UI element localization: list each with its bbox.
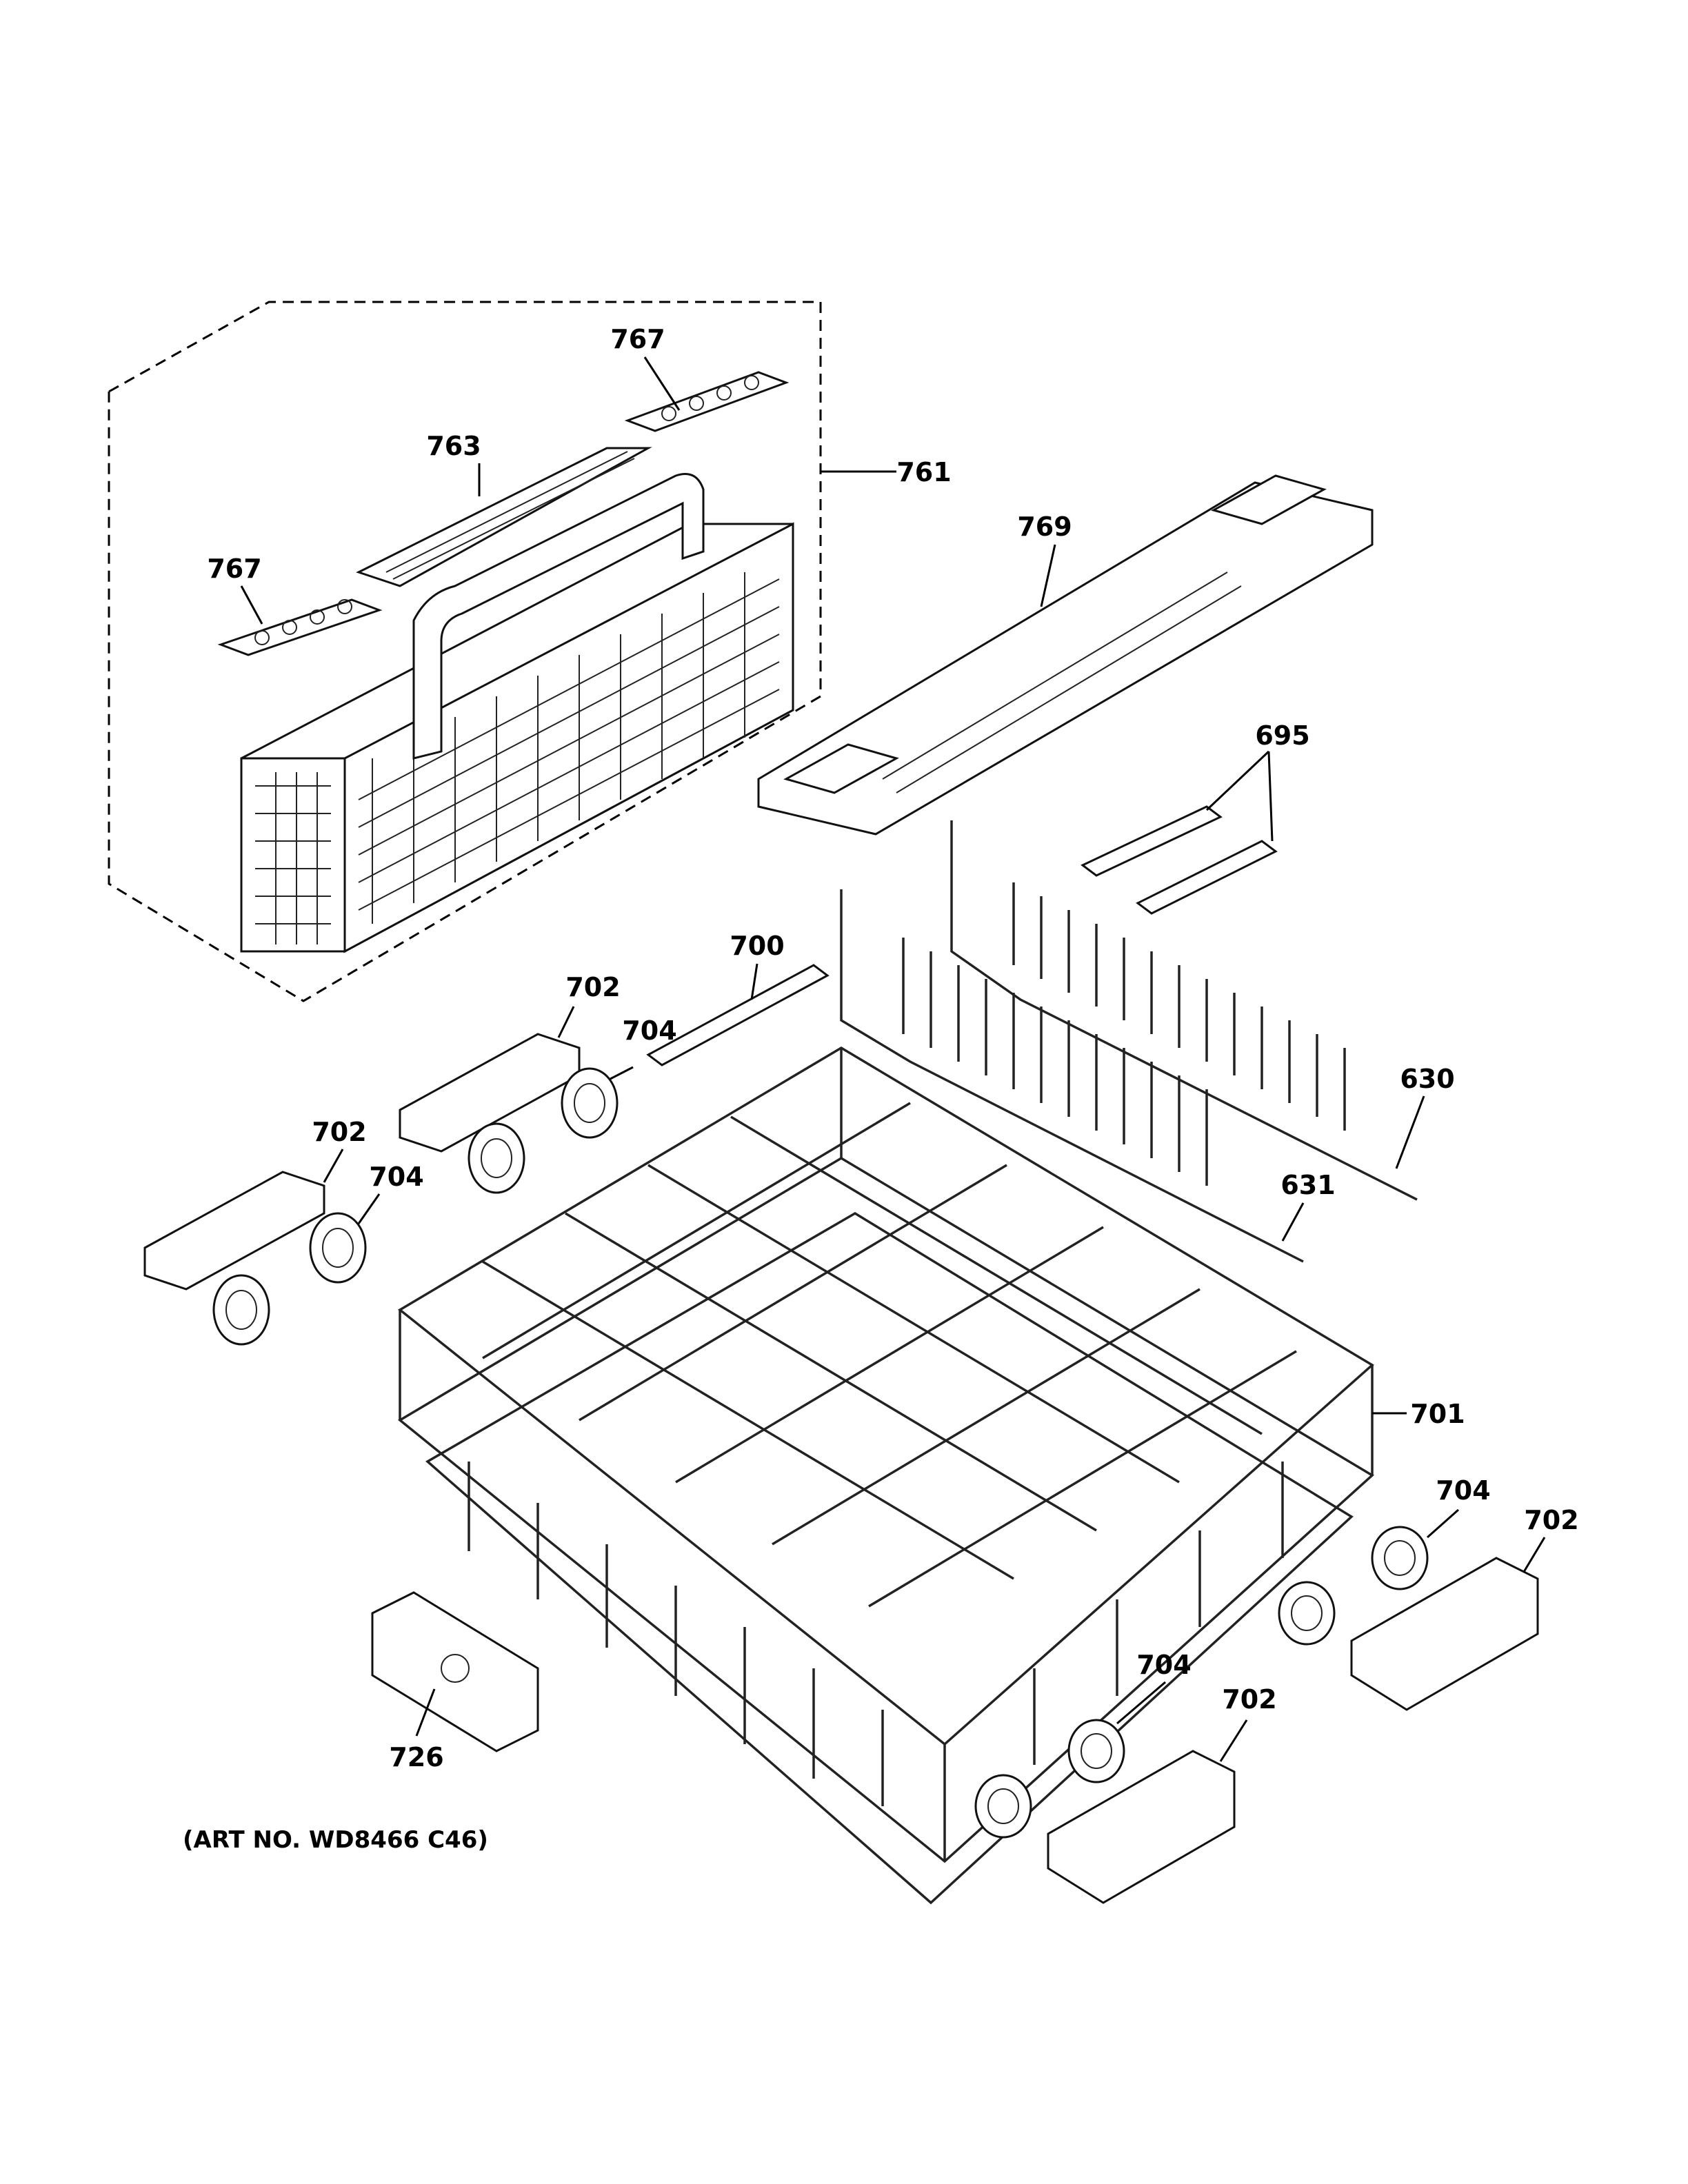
lower-rack-701 xyxy=(397,1046,1374,1905)
art-number: (ART NO. WD8466 C46) xyxy=(183,1826,488,1854)
label-702-c: 702 xyxy=(1524,1505,1578,1535)
basket-cover-767-lower xyxy=(217,598,383,656)
label-761: 761 xyxy=(896,457,951,487)
roller-housing-702-lower-left xyxy=(143,1171,325,1291)
label-630: 630 xyxy=(1400,1064,1454,1094)
label-767-upper: 767 xyxy=(610,324,665,354)
wheel-704-b xyxy=(468,1122,525,1194)
label-695: 695 xyxy=(1255,720,1309,751)
leader-lines xyxy=(240,356,1546,1762)
label-704-a: 704 xyxy=(622,1015,676,1046)
wheel-704-h xyxy=(974,1774,1032,1839)
tine-row-631 xyxy=(840,889,1304,1263)
wheel-704-c xyxy=(309,1212,367,1284)
tine-row-630 xyxy=(950,820,1418,1201)
basket-lid-763 xyxy=(356,447,652,587)
label-769: 769 xyxy=(1017,512,1072,542)
clip-695-lower xyxy=(1136,840,1278,915)
silverware-basket xyxy=(240,473,794,953)
cover-726 xyxy=(371,1591,539,1752)
label-702-d: 702 xyxy=(1222,1684,1276,1715)
label-704-c: 704 xyxy=(1436,1475,1490,1506)
label-704-b: 704 xyxy=(369,1162,423,1192)
label-763: 763 xyxy=(426,431,481,461)
rail-769 xyxy=(757,474,1374,836)
label-700: 700 xyxy=(730,931,784,961)
roller-housing-702-upper-right xyxy=(1350,1557,1539,1711)
label-704-d: 704 xyxy=(1136,1650,1191,1680)
adjuster-bar-700 xyxy=(646,964,830,1066)
label-702-a: 702 xyxy=(565,972,620,1002)
basket-assembly-outline xyxy=(108,301,896,1002)
wheel-704-g xyxy=(1067,1719,1125,1783)
label-701: 701 xyxy=(1410,1399,1465,1429)
clip-695-upper xyxy=(1081,805,1223,877)
label-702-b: 702 xyxy=(312,1117,366,1147)
label-726: 726 xyxy=(389,1742,443,1772)
basket-cover-767-upper xyxy=(624,371,790,432)
label-631: 631 xyxy=(1280,1170,1335,1200)
wheel-704-e xyxy=(1371,1526,1429,1590)
wheel-704-f xyxy=(1278,1581,1336,1646)
wheel-704-d xyxy=(212,1274,270,1346)
wheel-704-a xyxy=(561,1067,619,1139)
label-767-lower: 767 xyxy=(207,554,261,584)
roller-housing-702-lower-right xyxy=(1047,1750,1236,1904)
